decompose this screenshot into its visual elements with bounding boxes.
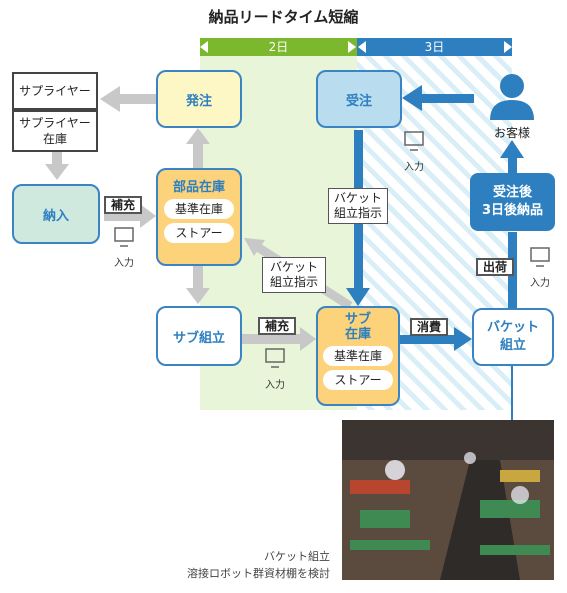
dur-arrow-left: [200, 41, 208, 53]
duration-2-days: 2日: [200, 38, 357, 56]
dur-arrow-mid-b: [358, 41, 366, 53]
supplier-box: サプライヤー: [12, 72, 98, 110]
parts-stock-box: 部品在庫 基準在庫 ストアー: [156, 168, 242, 266]
bucket-instruction-1-line2: 組立指示: [333, 206, 382, 220]
order-out-box: 発注: [156, 70, 242, 128]
input-label-4: 入力: [265, 380, 285, 391]
photo-caption-line1: バケット組立: [264, 550, 330, 563]
supplier-stock-label-2: 在庫: [42, 132, 67, 146]
bucket-instruction-tag-2: バケット 組立指示: [262, 257, 326, 293]
parts-store-pill: ストアー: [164, 223, 234, 243]
photo-caption: バケット組立 溶接ロボット群資材棚を検討: [140, 548, 330, 582]
input-label-1: 入力: [404, 162, 424, 173]
input-icons: [114, 131, 550, 368]
delivery-in-label: 納入: [42, 208, 69, 224]
sub-store-pill: ストアー: [323, 370, 393, 390]
bucket-instruction-2-line2: 組立指示: [269, 275, 318, 289]
order-in-label: 受注: [345, 93, 372, 109]
ship-tag: 出荷: [476, 258, 514, 276]
sub-assembly-label: サブ組立: [172, 330, 225, 346]
bucket-instruction-1-line1: バケット: [333, 191, 382, 205]
bucket-assembly-label-1: バケット: [486, 320, 539, 335]
sub-assembly-box: サブ組立: [156, 306, 242, 366]
order-out-label: 発注: [185, 93, 212, 109]
sub-std-stock-pill: 基準在庫: [323, 346, 393, 366]
replenish-tag-1: 補充: [104, 196, 142, 214]
duration-3-days: 3日: [357, 38, 512, 56]
parts-stock-label: 部品在庫: [172, 180, 225, 195]
dur-arrow-right: [504, 41, 512, 53]
photo-caption-line2: 溶接ロボット群資材棚を検討: [187, 567, 330, 580]
order-in-box: 受注: [316, 70, 402, 128]
dur-arrow-mid-g: [348, 41, 356, 53]
sub-stock-box: サブ 在庫 基準在庫 ストアー: [316, 306, 400, 406]
factory-photo: [342, 420, 554, 580]
input-label-2: 入力: [114, 258, 134, 269]
supplier-stock-label-1: サプライヤー: [19, 116, 91, 130]
sub-stock-label-1: サブ: [344, 312, 371, 327]
sub-stock-label-2: 在庫: [344, 327, 371, 342]
page-title: 納品リードタイム短縮: [208, 8, 359, 26]
input-label-3: 入力: [530, 278, 550, 289]
parts-std-stock-pill: 基準在庫: [164, 199, 234, 219]
consume-tag: 消費: [410, 318, 448, 336]
duration-3-days-label: 3日: [424, 40, 445, 54]
duration-2-days-label: 2日: [268, 40, 289, 54]
bucket-instruction-tag-1: バケット 組立指示: [328, 188, 388, 224]
bucket-assembly-label-2: 組立: [499, 338, 526, 353]
customer-icon: [490, 74, 534, 120]
bucket-assembly-box: バケット 組立: [472, 308, 554, 366]
customer-label: お客様: [493, 126, 530, 140]
replenish-tag-2: 補充: [258, 317, 296, 335]
supplier-stock-box: サプライヤー 在庫: [12, 110, 98, 152]
bucket-instruction-2-line1: バケット: [269, 260, 318, 274]
supplier-label: サプライヤー: [19, 84, 91, 98]
delivery-3days-label-1: 受注後: [492, 185, 532, 200]
delivery-in-box: 納入: [12, 184, 100, 244]
delivery-3days-label-2: 3日後納品: [481, 203, 544, 218]
delivery-3days-box: 受注後 3日後納品: [470, 173, 555, 231]
